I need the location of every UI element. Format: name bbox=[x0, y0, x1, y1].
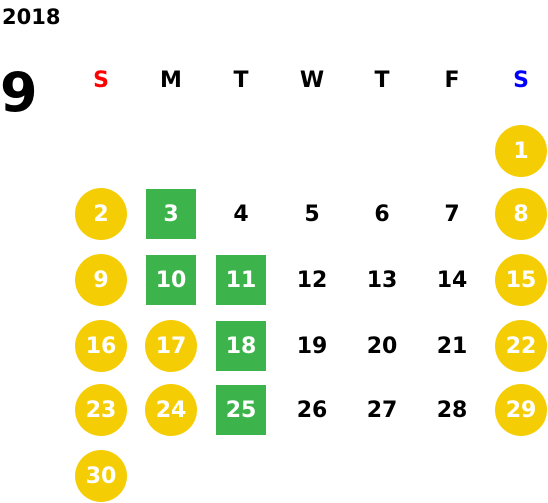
year-label: 2018 bbox=[2, 5, 61, 29]
day-cell-19[interactable]: 19 bbox=[296, 333, 328, 359]
day-cell-7[interactable]: 7 bbox=[444, 201, 460, 227]
day-cell-2[interactable]: 2 bbox=[75, 188, 127, 240]
day-cell-30[interactable]: 30 bbox=[75, 450, 127, 502]
day-cell-18[interactable]: 18 bbox=[216, 321, 266, 371]
day-cell-11[interactable]: 11 bbox=[216, 255, 266, 305]
day-cell-17[interactable]: 17 bbox=[145, 320, 197, 372]
weekday-fri: F bbox=[444, 68, 460, 93]
day-cell-25[interactable]: 25 bbox=[216, 385, 266, 435]
day-cell-1[interactable]: 1 bbox=[495, 125, 547, 177]
day-cell-8[interactable]: 8 bbox=[495, 188, 547, 240]
day-cell-27[interactable]: 27 bbox=[366, 397, 398, 423]
day-cell-24[interactable]: 24 bbox=[145, 384, 197, 436]
weekday-thu: T bbox=[374, 68, 390, 93]
weekday-mon: M bbox=[160, 68, 182, 93]
day-cell-15[interactable]: 15 bbox=[495, 254, 547, 306]
day-cell-20[interactable]: 20 bbox=[366, 333, 398, 359]
day-cell-29[interactable]: 29 bbox=[495, 384, 547, 436]
day-cell-4[interactable]: 4 bbox=[233, 201, 249, 227]
weekday-tue: T bbox=[233, 68, 249, 93]
month-label: 9 bbox=[0, 61, 38, 124]
day-cell-3[interactable]: 3 bbox=[146, 189, 196, 239]
day-cell-23[interactable]: 23 bbox=[75, 384, 127, 436]
day-cell-12[interactable]: 12 bbox=[296, 267, 328, 293]
day-cell-14[interactable]: 14 bbox=[436, 267, 468, 293]
day-cell-28[interactable]: 28 bbox=[436, 397, 468, 423]
weekday-sun: S bbox=[93, 68, 109, 93]
day-cell-6[interactable]: 6 bbox=[374, 201, 390, 227]
day-cell-21[interactable]: 21 bbox=[436, 333, 468, 359]
day-cell-16[interactable]: 16 bbox=[75, 320, 127, 372]
weekday-wed: W bbox=[299, 68, 325, 93]
day-cell-5[interactable]: 5 bbox=[304, 201, 320, 227]
day-cell-26[interactable]: 26 bbox=[296, 397, 328, 423]
weekday-sat: S bbox=[513, 68, 529, 93]
day-cell-9[interactable]: 9 bbox=[75, 254, 127, 306]
day-cell-13[interactable]: 13 bbox=[366, 267, 398, 293]
day-cell-22[interactable]: 22 bbox=[495, 320, 547, 372]
day-cell-10[interactable]: 10 bbox=[146, 255, 196, 305]
